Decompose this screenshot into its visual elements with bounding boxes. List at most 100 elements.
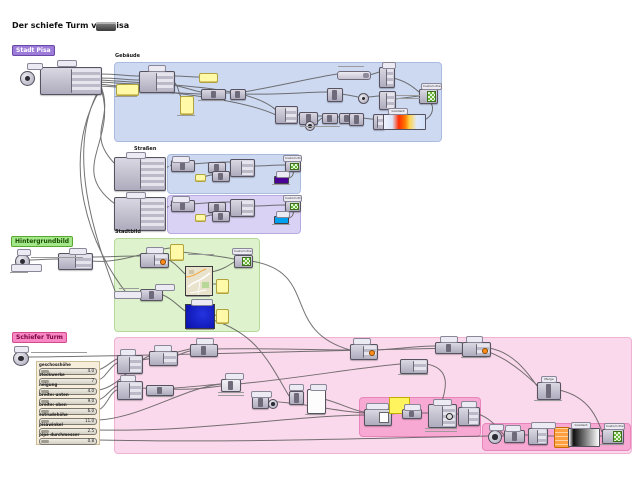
label-strassen: Straßen [134,146,157,152]
image-sampler-pill [191,299,213,306]
component-pill [120,375,136,382]
custom-preview-component[interactable] [234,255,253,268]
value-pill[interactable] [114,291,142,299]
surface-component[interactable] [379,91,396,110]
gebaeude-panel[interactable] [116,84,139,96]
slider-label: breite: unten [39,392,69,397]
blue-render-thumbnail[interactable] [185,304,215,329]
component-pill [225,373,244,380]
slider-grip[interactable] [41,370,49,373]
slider-grip[interactable] [41,430,49,433]
slider-grip[interactable] [41,420,49,423]
small-component[interactable] [289,391,304,405]
caption [534,400,562,401]
relay-node[interactable] [488,430,502,444]
slider-pipe-durchmesser[interactable]: 0.8 [39,438,97,445]
slider-grip[interactable] [41,410,49,413]
rotate-component[interactable] [146,385,174,396]
stadt-pisa-component[interactable] [40,67,102,95]
slider-grip[interactable] [41,390,49,393]
turm-input-component-2[interactable] [117,381,143,400]
small-component[interactable] [212,171,230,182]
gebaeude-list-panel[interactable] [180,96,194,115]
small-component[interactable] [212,211,230,222]
slider-extrudehoehe[interactable]: 11.0 [39,418,97,425]
twist-component[interactable] [428,404,457,428]
strasse2-feeder-component[interactable] [114,197,166,231]
small-component[interactable] [349,113,364,126]
mini-panel[interactable] [195,214,206,222]
gebaeude-panel-2[interactable] [199,73,218,83]
relay-node[interactable] [358,93,369,104]
gradient-pill: Gradient [571,422,591,429]
line-sdl-component[interactable] [462,342,491,357]
mini-panel[interactable] [216,279,229,294]
building-height-gradient[interactable] [383,114,426,130]
merge-component[interactable] [537,382,561,400]
small-component[interactable] [327,88,343,102]
series-component[interactable] [400,359,428,374]
small-component[interactable] [230,89,246,100]
pipe-component[interactable] [230,159,255,177]
turm-source-pill [14,346,29,353]
bounds-component[interactable] [504,430,525,443]
import-image-component[interactable] [58,253,93,270]
offset-component[interactable] [435,342,463,354]
slider-grip[interactable] [41,380,49,383]
custom-preview-component[interactable] [602,429,624,444]
gebaeude-main-component[interactable] [139,71,175,93]
curve-component[interactable] [171,200,195,212]
expression-bar[interactable] [337,71,371,80]
slider-breite-oben[interactable]: 6.0 [39,408,97,415]
gradient-pill: Gradient [388,108,408,115]
component-pill [433,399,452,406]
gebaeude-main-pill [148,65,166,72]
multi-component[interactable] [275,106,298,124]
caption [425,428,457,432]
custom-preview-component[interactable] [419,89,438,104]
vector-component[interactable] [149,351,178,366]
caption [177,115,195,116]
caption [396,95,420,99]
tower-gradient[interactable] [568,428,600,447]
pipe-component[interactable] [230,199,255,217]
stadtbild-panel[interactable] [170,244,184,261]
slider-grip[interactable] [41,400,49,403]
slider-label: geschosshöhe [39,362,71,367]
slider-breite-unten[interactable]: 9.0 [39,398,97,405]
mesh-component[interactable] [140,253,169,268]
page-title: Der schiefe Turm von Pisa [12,21,130,30]
extrusion-component[interactable] [221,379,241,392]
list-component[interactable] [379,67,395,88]
pisa-source-node[interactable] [20,71,35,86]
polyline-component[interactable] [201,89,226,100]
city-map-thumbnail[interactable] [185,266,213,296]
mini-panel[interactable] [216,309,229,324]
mini-panel[interactable] [195,174,206,182]
turm-source-node[interactable] [13,351,29,366]
slider-pisawinkel[interactable]: 2.5 [39,428,97,435]
slider-geschosshoehe[interactable]: 4.0 [39,368,97,375]
deconstruct-domain-component[interactable] [528,428,548,445]
caption [461,357,487,358]
component-pill [382,62,396,69]
turm-input-component-1[interactable] [117,355,143,374]
small-component[interactable] [322,113,338,124]
caption [115,96,137,97]
slider-neigung[interactable]: 4.0 [39,388,97,395]
slider-grip[interactable] [41,440,49,443]
loft-component[interactable] [350,344,378,360]
file-path-pill[interactable] [11,264,42,272]
slider-label: pipe durchmesser [39,432,80,437]
relay-node[interactable] [268,399,278,409]
move-component[interactable] [190,344,218,357]
slider-stockwerke[interactable]: 7 [39,378,97,385]
custom-preview-pill: Custom Preview [283,155,302,162]
strasse1-feeder-component[interactable] [114,157,166,191]
graph-mapper-component[interactable] [364,409,392,426]
slider-label: stockwerke [39,372,65,377]
preview-panel[interactable] [307,389,326,414]
custom-preview-pill: Custom Preview [283,195,302,202]
pipe-component[interactable] [458,407,480,426]
